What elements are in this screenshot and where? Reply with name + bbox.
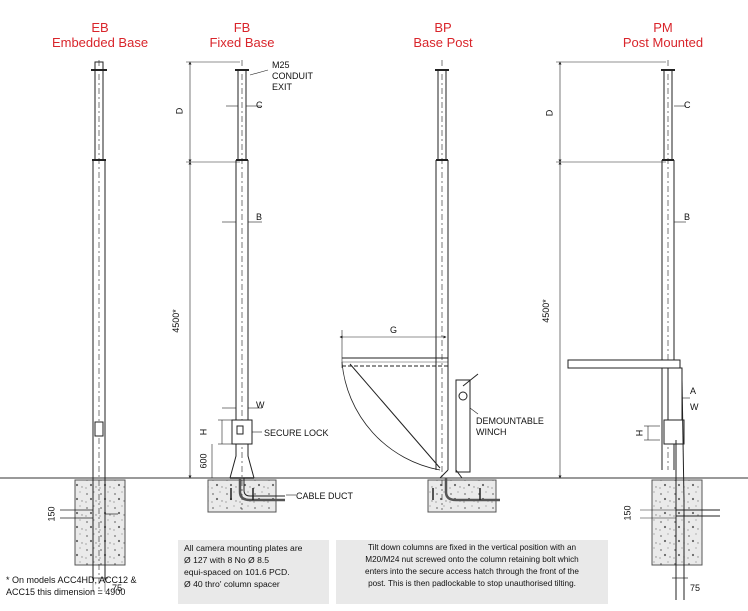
heading-eb-name: Embedded Base (51, 35, 149, 50)
fb-dim-600: 600 (198, 453, 209, 469)
fb-dim-d: D (174, 107, 185, 115)
winch-label-line-1: DEMOUNTABLE (476, 416, 544, 426)
pm-column-drawing (556, 60, 720, 600)
mounting-note-line-1: All camera mounting plates are (184, 543, 303, 553)
fb-column-drawing (186, 60, 296, 513)
eb-access-hatch (94, 421, 104, 437)
footnote-line-2: ACC15 this dimension = 4900 (6, 587, 126, 597)
bp-tilt-arm (349, 363, 441, 469)
eb-dim-150: 150 (46, 506, 57, 522)
heading-fb-name: Fixed Base (209, 35, 275, 50)
pm-dim-height: 4500* (540, 299, 551, 323)
pm-dim-75: 75 (690, 583, 701, 593)
pm-dim-150: 150 (622, 505, 633, 521)
mounting-plate-note: All camera mounting plates are Ø 127 wit… (178, 540, 329, 604)
tilt-note-line-4: post. This is then padlockable to stop u… (368, 579, 576, 588)
pm-dim-b: B (684, 212, 691, 222)
heading-bp-name: Base Post (413, 35, 473, 50)
fb-dim-b: B (256, 212, 263, 222)
fb-dim-c: C (256, 100, 263, 110)
footnote-line-1: * On models ACC4HD, ACC12 & (6, 575, 137, 585)
bp-dim-g: G (390, 325, 398, 335)
bp-foundation (427, 479, 497, 513)
tilt-note-line-1: Tilt down columns are fixed in the verti… (367, 543, 577, 552)
eb-dim-75: 75 (112, 583, 123, 593)
pm-tilt-arm (567, 359, 681, 369)
eb-column-drawing (60, 60, 126, 592)
cable-duct-label: CABLE DUCT (296, 491, 354, 501)
heading-pm-code: PM (653, 20, 673, 35)
pm-dim-w: W (690, 402, 699, 412)
heading-bp-code: BP (434, 20, 452, 35)
winch-label-line-2: WINCH (476, 427, 507, 437)
heading-eb-code: EB (91, 20, 109, 35)
conduit-label-line-3: EXIT (272, 82, 293, 92)
heading-bp: BP Base Post (368, 20, 518, 50)
pm-dim-d: D (544, 109, 555, 117)
fb-dim-h: H (198, 428, 209, 436)
heading-eb: EB Embedded Base (25, 20, 175, 50)
heading-fb-code: FB (233, 20, 251, 35)
tilt-note-line-3: enters into the secure access hatch thro… (365, 567, 579, 576)
fb-dim-height: 4500* (170, 309, 181, 333)
mounting-note-line-3: equi-spaced on 101.6 PCD. (184, 567, 290, 577)
eb-foundation (74, 479, 126, 566)
conduit-label-line-1: M25 (272, 60, 290, 70)
pm-dim-c: C (684, 100, 691, 110)
height-footnote: * On models ACC4HD, ACC12 & ACC15 this d… (6, 574, 137, 598)
pm-dim-a: A (690, 386, 697, 396)
heading-pm: PM Post Mounted (588, 20, 738, 50)
tilt-note-line-2: M20/M24 nut screwed onto the column reta… (365, 555, 579, 564)
heading-fb: FB Fixed Base (167, 20, 317, 50)
pm-foundation (651, 479, 703, 566)
mounting-note-line-4: Ø 40 thro' column spacer (184, 579, 280, 589)
heading-pm-name: Post Mounted (622, 35, 704, 50)
bp-column-drawing (339, 60, 500, 513)
conduit-label-line-2: CONDUIT (272, 71, 313, 81)
fb-dim-w: W (256, 400, 265, 410)
mounting-note-line-2: Ø 127 with 8 No Ø 8.5 (184, 555, 270, 565)
bp-tilt-arc (341, 361, 441, 471)
bp-winch-post (455, 379, 471, 473)
tilt-down-note: Tilt down columns are fixed in the verti… (336, 540, 608, 604)
pm-dim-h: H (634, 429, 645, 437)
secure-lock-label: SECURE LOCK (264, 428, 329, 438)
